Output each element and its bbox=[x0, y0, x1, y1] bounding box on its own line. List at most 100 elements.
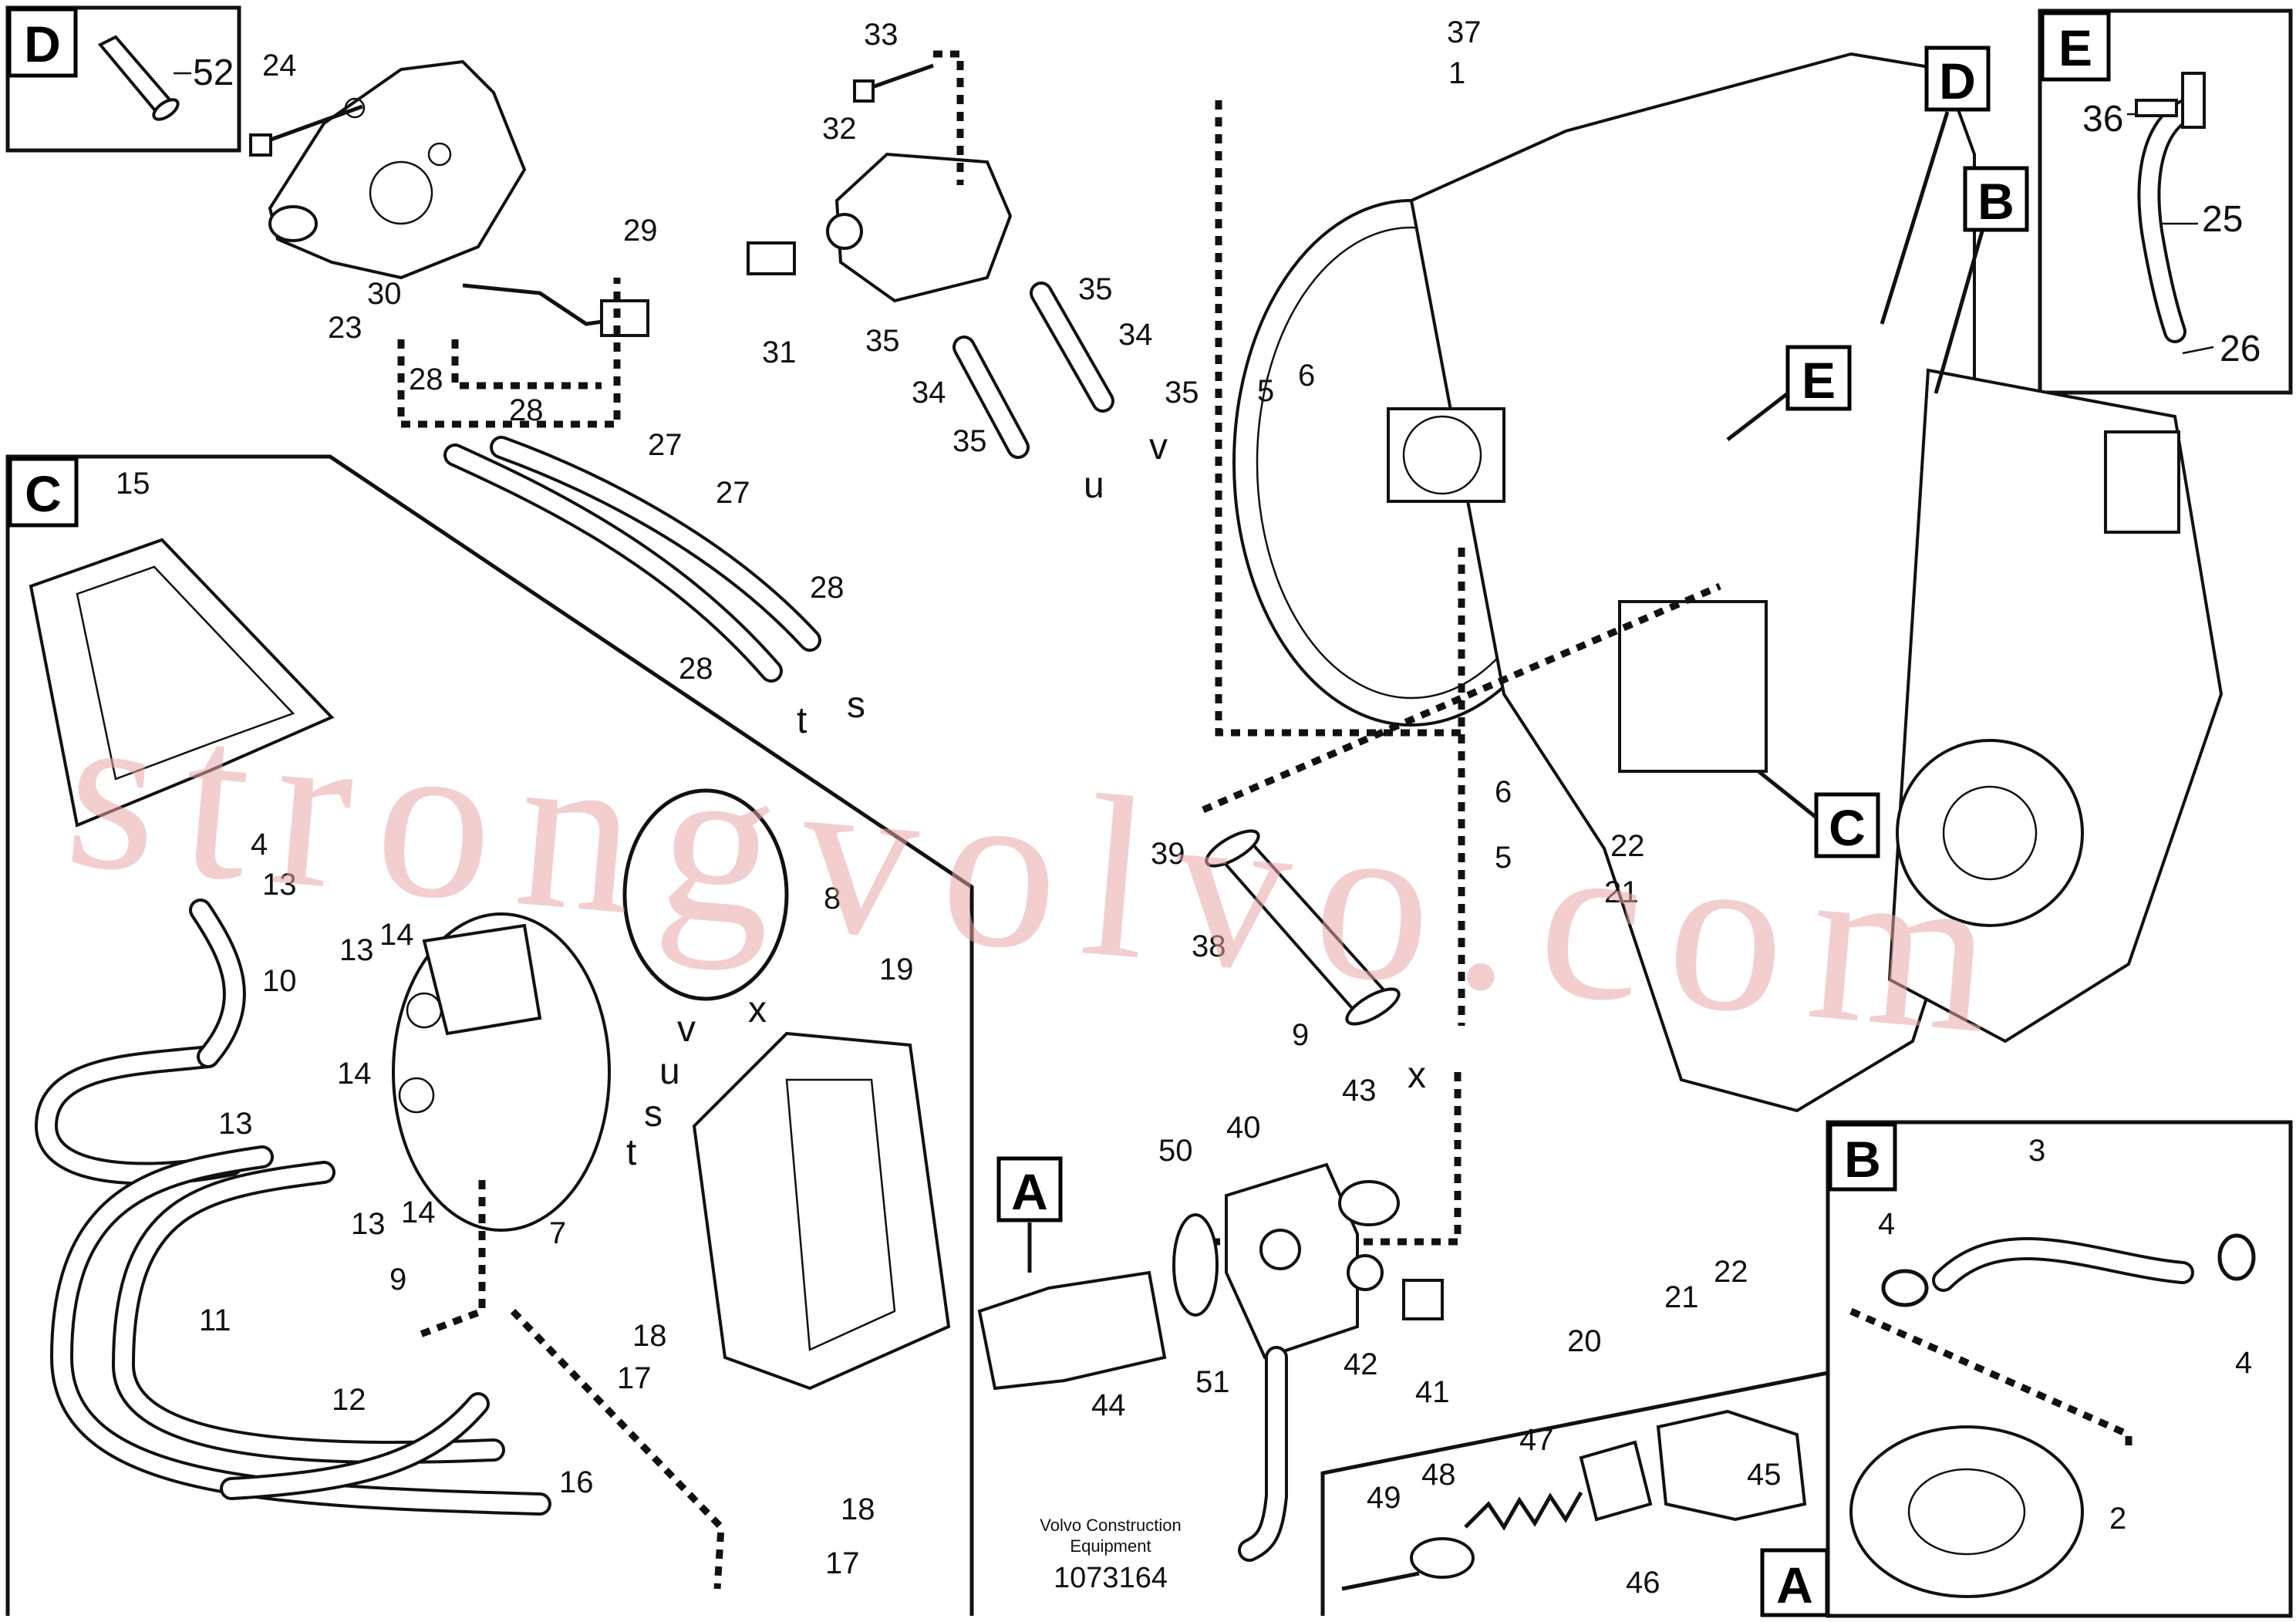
detail-d-letter: D bbox=[24, 15, 61, 73]
port-s-c: s bbox=[644, 1094, 663, 1135]
callout-36: 36 bbox=[2082, 99, 2123, 140]
callout-27a: 27 bbox=[648, 428, 683, 462]
callout-32: 32 bbox=[822, 112, 857, 146]
callout-6b: 6 bbox=[1495, 775, 1512, 809]
bolt-49 bbox=[1341, 1571, 1420, 1591]
sensor-45 bbox=[1656, 1409, 1807, 1522]
callout-40: 40 bbox=[1226, 1111, 1261, 1145]
callout-21a: 21 bbox=[1604, 875, 1639, 909]
callout-37: 37 bbox=[1447, 15, 1482, 49]
callout-10: 10 bbox=[262, 964, 297, 998]
callout-28c: 28 bbox=[810, 571, 845, 605]
callout-12: 12 bbox=[332, 1383, 366, 1417]
dashed-leader-1a bbox=[1215, 100, 1465, 737]
port-u-c: u bbox=[659, 1051, 680, 1092]
part-52-sleeve bbox=[97, 35, 180, 121]
dashed-leader-16 bbox=[510, 1308, 725, 1590]
tag-b-letter: B bbox=[1977, 173, 2014, 230]
callout-13c: 13 bbox=[218, 1107, 253, 1141]
tag-e-letter: E bbox=[1802, 352, 1836, 409]
block-40 bbox=[1225, 1162, 1359, 1360]
detail-e-panel: E 36 25 26 bbox=[2038, 8, 2293, 395]
transmission-housing-1 bbox=[1232, 52, 2224, 1113]
hoses-27 bbox=[443, 436, 821, 683]
callout-22b: 22 bbox=[1714, 1255, 1748, 1289]
callout-8: 8 bbox=[824, 882, 841, 916]
detail-b-letter-b: B bbox=[1844, 1131, 1881, 1188]
spring-47 bbox=[1464, 1491, 1583, 1531]
callout-3: 3 bbox=[2028, 1134, 2045, 1168]
callout-51: 51 bbox=[1195, 1365, 1230, 1399]
callout-4b: 4 bbox=[2235, 1346, 2252, 1380]
o-ring-4b bbox=[2217, 1233, 2256, 1281]
callout-2: 2 bbox=[2109, 1502, 2126, 1536]
o-ring-8 bbox=[622, 788, 789, 1001]
callout-49: 49 bbox=[1367, 1481, 1401, 1515]
pipe-29 bbox=[462, 283, 649, 337]
detail-d-panel: D 52 bbox=[5, 5, 241, 153]
callout-31: 31 bbox=[762, 336, 797, 369]
detail-e-letter: E bbox=[2058, 19, 2092, 76]
callout-33: 33 bbox=[864, 18, 899, 52]
callout-35d: 35 bbox=[952, 424, 987, 458]
footer-line-2: Equipment bbox=[1070, 1536, 1151, 1556]
tag-a-letter: A bbox=[1011, 1163, 1048, 1220]
pump-7 bbox=[392, 912, 611, 1232]
callout-25: 25 bbox=[2202, 199, 2243, 240]
tag-a: A bbox=[996, 1156, 1063, 1222]
dashed-leader-9-c bbox=[419, 1180, 486, 1338]
hoses-10-11-12 bbox=[34, 899, 551, 1516]
callout-30: 30 bbox=[367, 277, 402, 311]
callout-4a: 4 bbox=[1878, 1207, 1895, 1241]
sensor-44 bbox=[977, 1270, 1167, 1391]
callouts: 24 33 32 29 30 23 31 35 34 35 34 35 35 v… bbox=[116, 15, 2252, 1600]
detail-a-panel: A bbox=[1320, 1370, 1830, 1617]
callout-43: 43 bbox=[1342, 1074, 1377, 1108]
callout-41: 41 bbox=[1415, 1375, 1450, 1409]
callout-17a: 17 bbox=[617, 1361, 652, 1395]
callout-42: 42 bbox=[1344, 1347, 1378, 1381]
dashed-leader-39 bbox=[1202, 582, 1721, 814]
pipe-51 bbox=[1238, 1346, 1288, 1562]
callout-11: 11 bbox=[199, 1303, 231, 1337]
port-u-top: u bbox=[1084, 465, 1104, 506]
callout-46: 46 bbox=[1626, 1566, 1660, 1600]
callout-13a: 13 bbox=[262, 868, 297, 902]
port-s-top: s bbox=[847, 685, 865, 726]
callout-47: 47 bbox=[1519, 1423, 1554, 1457]
dashed-leader-27 bbox=[451, 339, 602, 389]
callout-50: 50 bbox=[1158, 1134, 1193, 1168]
callout-9a: 9 bbox=[1292, 1018, 1309, 1052]
callout-14c: 14 bbox=[401, 1195, 436, 1229]
callout-23: 23 bbox=[328, 311, 362, 345]
cover-15 bbox=[29, 538, 335, 828]
tag-c: C bbox=[1814, 792, 1880, 858]
callout-5b: 5 bbox=[1495, 841, 1512, 875]
callout-14a: 14 bbox=[379, 918, 414, 952]
washer-50 bbox=[1172, 1213, 1219, 1317]
callout-5a: 5 bbox=[1257, 374, 1274, 408]
bolt-33 bbox=[853, 63, 934, 103]
tag-c-letter: C bbox=[1829, 799, 1866, 856]
port-v-c: v bbox=[677, 1009, 696, 1050]
callout-35a: 35 bbox=[1078, 272, 1113, 306]
o-ring-4a bbox=[1881, 1269, 1929, 1307]
bolt-24 bbox=[249, 104, 363, 157]
pump-housing-23 bbox=[268, 59, 527, 280]
callout-26: 26 bbox=[2220, 329, 2261, 369]
callout-29: 29 bbox=[623, 214, 658, 248]
callout-34b: 34 bbox=[912, 376, 946, 410]
callout-14b: 14 bbox=[337, 1057, 372, 1091]
dashed-leader-28 bbox=[397, 278, 621, 428]
callout-24: 24 bbox=[262, 49, 297, 83]
callout-18b: 18 bbox=[841, 1492, 875, 1526]
callout-16: 16 bbox=[559, 1465, 594, 1499]
drawing-number: 1073164 bbox=[1054, 1562, 1168, 1594]
detail-a-letter-b: A bbox=[1776, 1556, 1813, 1614]
callout-35b: 35 bbox=[865, 324, 900, 358]
callout-7: 7 bbox=[549, 1216, 566, 1250]
callout-28a: 28 bbox=[409, 363, 443, 396]
tag-d: D bbox=[1924, 46, 1991, 112]
bracket-48 bbox=[1410, 1537, 1475, 1579]
